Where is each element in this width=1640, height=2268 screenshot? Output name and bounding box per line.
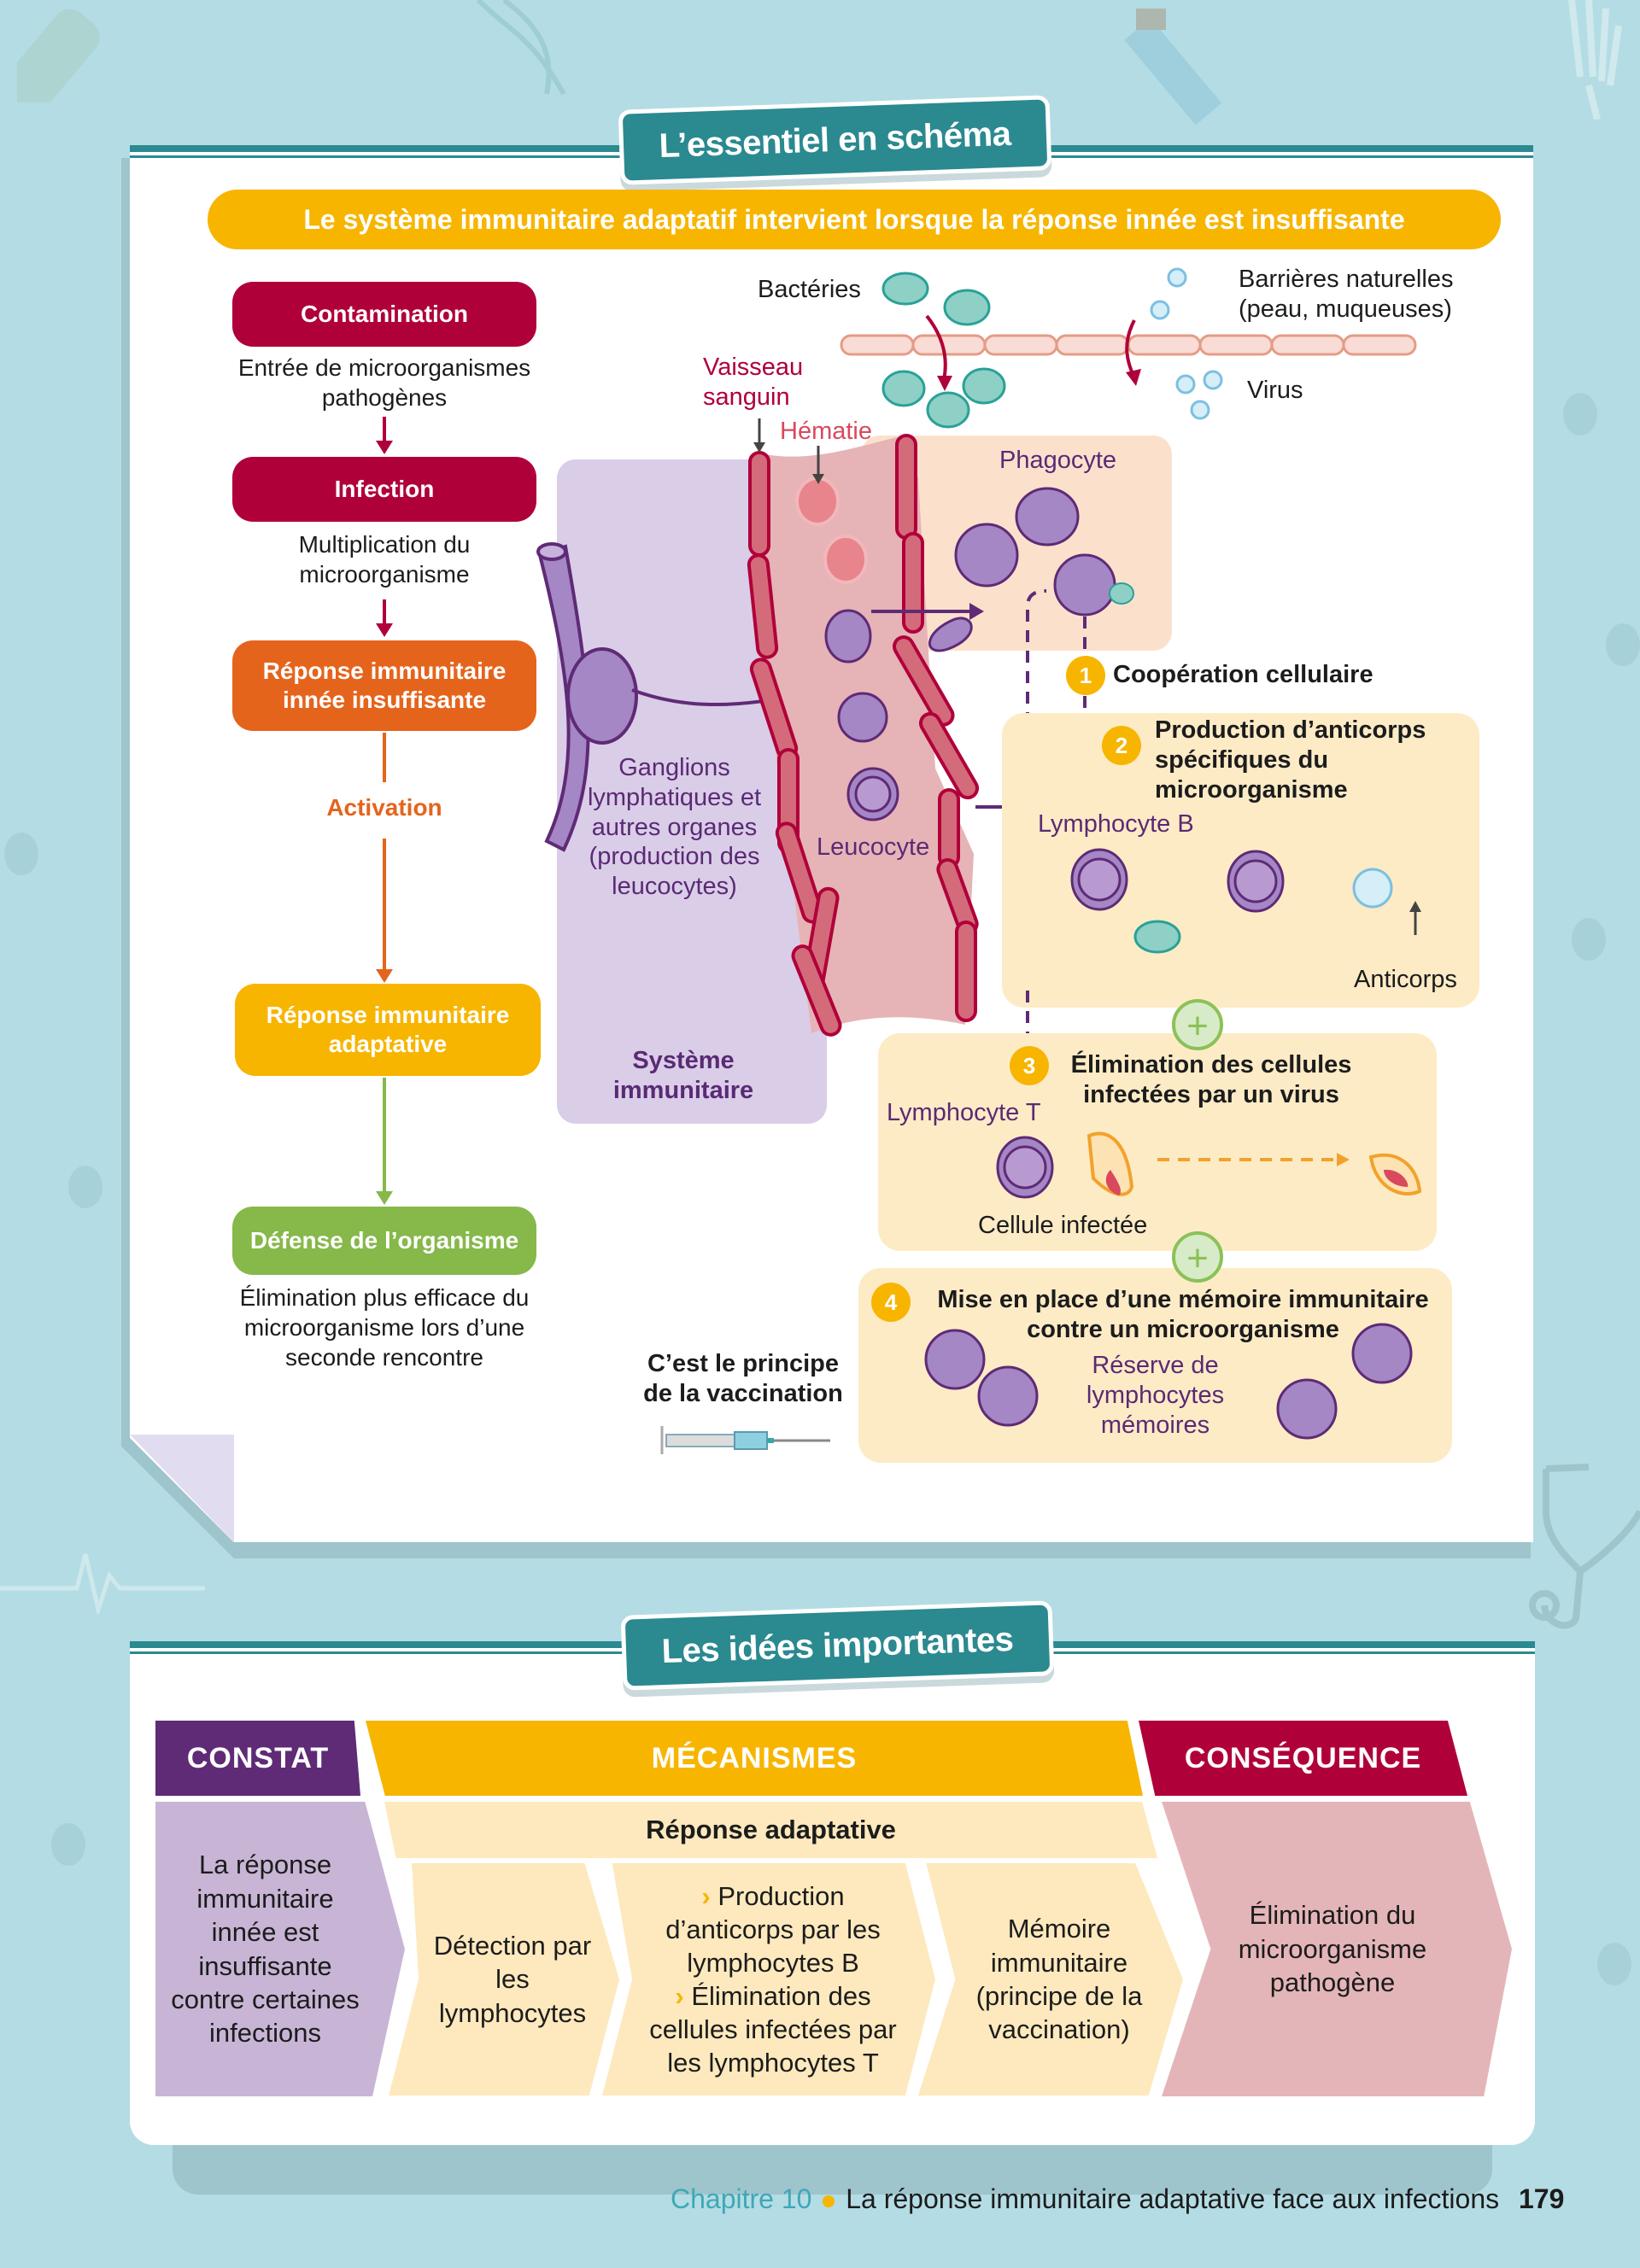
cell-deco-icon [1563,393,1597,435]
step2-title: Production d’anticorps spécifiques du mi… [1155,716,1426,804]
flow-infection: Infection [232,457,536,522]
flow-innee-insuffisante: Réponse immunitaire innée insuffisante [232,640,536,731]
step4-title: Mise en place d’une mémoire immunitaire … [937,1286,1429,1343]
syringe-icon [660,1426,830,1454]
step1-badge: 1 [1066,656,1105,695]
label-barrieres: Barrières naturelles (peau, muqueuses) [1239,266,1454,323]
flow-infection-text: Multiplication du microorganisme [298,531,471,587]
arrow-line [383,417,386,442]
label-vaisseau: Vaisseau sanguin [703,354,804,411]
cell-consequence: Élimination du microorganisme pathogène [1162,1802,1512,2096]
mecanismes-list: › Production d’anticorps par les lymphoc… [636,1879,910,2079]
label-cellule-infectee: Cellule infectée [978,1212,1148,1239]
flow-contamination-text: Entrée de microorganismes pathogènes [237,354,531,411]
bandage-icon [17,9,100,102]
cell-deco-icon [4,833,38,875]
arrow-line [383,733,386,782]
arrow-line [383,1078,386,1193]
mecanismes-item-text: Production d’anticorps par les lymphocyt… [665,1880,881,1978]
skeleton-hand-icon [1568,0,1622,120]
label-reserve-lymphocytes: Réserve de lymphocytes mémoires [1086,1352,1225,1439]
lymph-vessel [537,544,590,852]
lymph-node [566,647,638,745]
flow-defense: Défense de l’organisme [232,1207,536,1275]
mecanismes-subheader: Réponse adaptative [384,1802,1157,1858]
header-constat: CONSTAT [155,1721,360,1796]
immune-diagram-graphics [536,267,1479,1463]
stethoscope-icon [1529,1464,1640,1629]
page-footer: Chapitre 10 La réponse immunitaire adapt… [671,2183,1564,2215]
label-vaccination: C’est le principe de la vaccination [643,1350,843,1407]
label-phagocyte: Phagocyte [999,447,1117,474]
chevron-right-icon: › [701,1880,711,1911]
cell-deco-icon [1572,918,1606,961]
dna-icon [476,0,566,96]
chevron-right-icon: › [675,1981,684,2011]
page-number: 179 [1519,2183,1565,2214]
cell-detection: Détection par les lymphocytes [389,1863,619,2096]
flow-activation-label: Activation [326,794,442,821]
cell-memoire: Mémoire immunitaire (principe de la vacc… [918,1863,1183,2096]
syringe-deco-icon [1124,9,1222,126]
ideas-tab-title: Les idées importantes [620,1600,1055,1691]
cell-deco-icon [68,1166,102,1208]
step2-badge: 2 [1102,726,1141,765]
header-mecanismes: MÉCANISMES [366,1721,1143,1796]
flow-adaptative: Réponse immunitaire adaptative [235,984,541,1076]
arrow-down-icon [376,969,393,983]
label-anticorps: Anticorps [1354,966,1457,993]
step4-badge: 4 [871,1283,911,1322]
cell-deco-icon [51,1823,85,1866]
cell-constat: La réponse immunitaire innée est insuffi… [155,1802,405,2096]
label-leucocyte: Leucocyte [817,833,930,861]
arrow-down-icon [376,623,393,637]
label-hematie: Hématie [780,418,872,445]
flow-defense-text: Élimination plus efficace du microorgani… [239,1284,530,1371]
arrow-down-icon [376,441,393,454]
heartbeat-icon [0,1553,205,1614]
arrow-line [383,839,386,971]
virus-icons [1150,267,1223,420]
label-ganglions: Ganglions lymphatiques et autres organes… [587,754,762,901]
cell-deco-icon [1606,623,1640,666]
mecanismes-item-text: Élimination des cellules infectées par l… [649,1981,897,2078]
flow-contamination: Contamination [232,282,536,347]
mecanismes-item: › Élimination des cellules infectées par… [636,1979,910,2079]
bullet-dot-icon [823,2195,835,2207]
label-virus: Virus [1247,377,1303,404]
footer-chapter: Chapitre 10 [671,2183,812,2214]
hematie-cells [795,476,868,584]
step3-badge: 3 [1010,1046,1049,1085]
main-banner: Le système immunitaire adaptatif intervi… [208,190,1501,249]
mecanismes-item: › Production d’anticorps par les lymphoc… [636,1879,910,1979]
label-systeme-immunitaire: Système immunitaire [612,1047,754,1104]
cell-deco-icon [1597,1943,1631,1985]
step3-title: Élimination des cellules infectées par u… [1070,1051,1352,1108]
cell-mecanismes-list: › Production d’anticorps par les lymphoc… [602,1863,935,2096]
label-lymphocyte-b: Lymphocyte B [1038,810,1194,838]
bacteria-icons [882,272,1006,429]
label-bacteries: Bactéries [758,276,861,303]
skin-barrier [840,334,1417,356]
label-lymphocyte-t: Lymphocyte T [887,1099,1041,1126]
arrow-line [383,599,386,625]
arrow-down-icon [376,1191,393,1205]
plus-icon: + [1172,999,1223,1050]
header-consequence: CONSÉQUENCE [1139,1721,1467,1796]
plus-icon: + [1172,1231,1223,1283]
footer-title: La réponse immunitaire adaptative face a… [846,2183,1500,2214]
step1-title: Coopération cellulaire [1113,661,1374,688]
